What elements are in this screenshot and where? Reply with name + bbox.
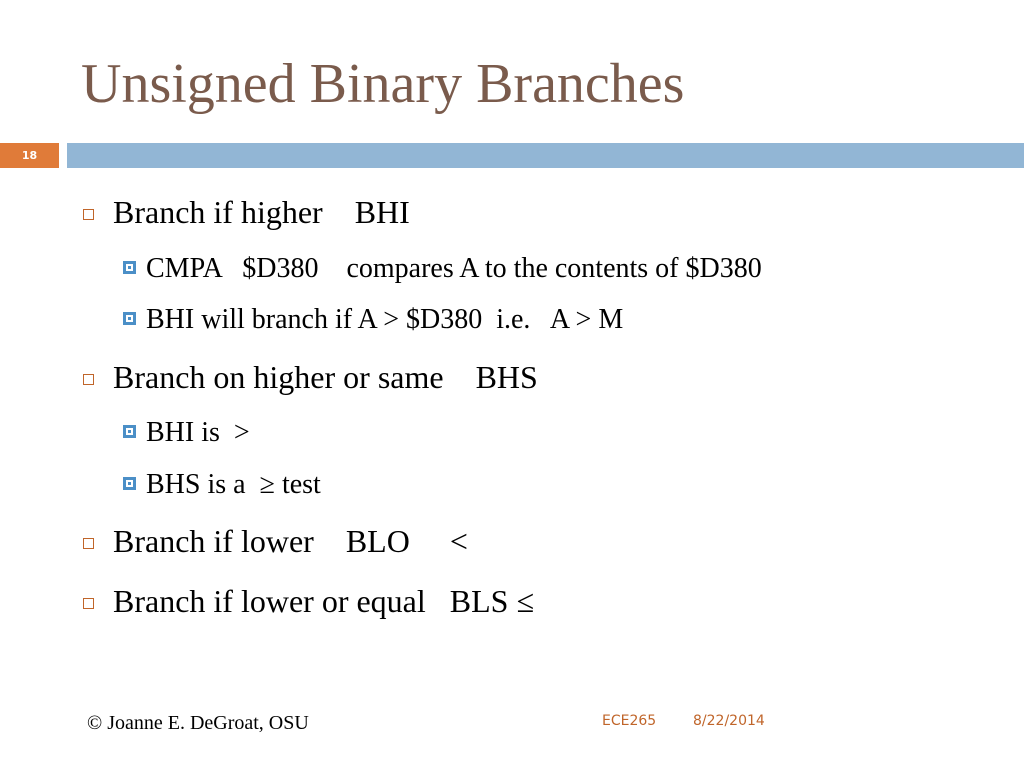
footer-date: 8/22/2014 [693,713,765,729]
sub-bullet-bhi-branch: BHI will branch if A > $D380 i.e. A > M [123,303,623,337]
hollow-square-bullet-icon [83,538,94,549]
filled-square-bullet-icon [123,477,136,490]
slide-number: 18 [21,149,38,162]
sub-bullet-text: BHI is > [146,417,250,448]
sub-bullet-text: CMPA $D380 compares A to the contents of… [146,253,762,284]
sub-bullet-cmpa: CMPA $D380 compares A to the contents of… [123,252,762,286]
bullet-item-branch-if-lower: Branch if lower BLO < [83,521,468,561]
bullet-text: Branch if lower BLO < [113,523,468,559]
footer-course: ECE265 [602,713,657,729]
slide-number-bar [0,143,59,168]
bullet-text: Branch if lower or equal BLS ≤ [113,583,535,619]
sub-bullet-bhi-is: BHI is > [123,416,250,450]
bullet-text: Branch if higher BHI [113,194,410,230]
hollow-square-bullet-icon [83,374,94,385]
bullet-item-branch-if-higher: Branch if higher BHI [83,192,410,232]
bullet-text: Branch on higher or same BHS [113,359,538,395]
bullet-item-branch-lower-or-equal: Branch if lower or equal BLS ≤ [83,581,534,621]
bullet-item-branch-higher-or-same: Branch on higher or same BHS [83,357,538,397]
filled-square-bullet-icon [123,425,136,438]
filled-square-bullet-icon [123,312,136,325]
sub-bullet-text: BHI will branch if A > $D380 i.e. A > M [146,304,624,335]
sub-bullet-bhs-is: BHS is a ≥ test [123,468,321,502]
header-accent-bar [67,143,1024,168]
slide-title: Unsigned Binary Branches [81,53,685,115]
footer-copyright: © Joanne E. DeGroat, OSU [87,712,309,734]
sub-bullet-text: BHS is a ≥ test [146,469,321,500]
hollow-square-bullet-icon [83,598,94,609]
filled-square-bullet-icon [123,261,136,274]
hollow-square-bullet-icon [83,209,94,220]
